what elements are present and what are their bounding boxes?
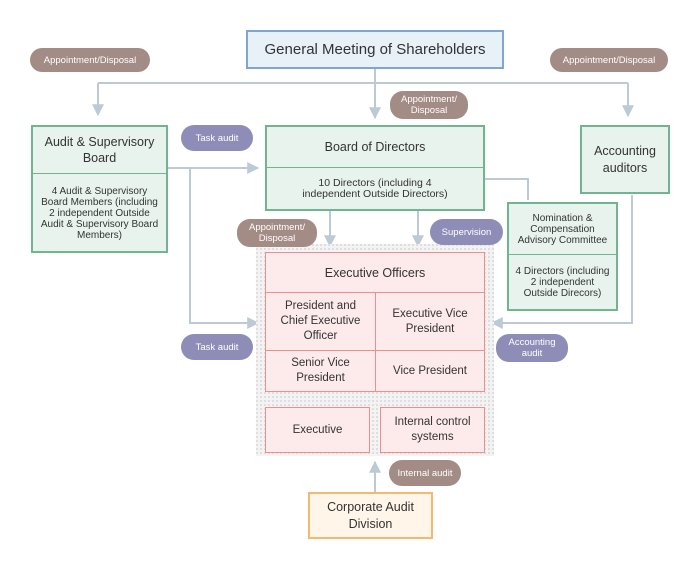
appointment-disposal-right-label: Appointment/Disposal: [550, 48, 668, 72]
audit-board-title: Audit & Supervisory Board: [44, 135, 155, 165]
svp-label: Senior Vice President: [291, 357, 350, 384]
internal-audit-label: Internal audit: [389, 460, 461, 486]
board-detail: 10 Directors (including 4 independent Ou…: [302, 177, 448, 200]
board-title: Board of Directors: [324, 140, 426, 154]
task-audit-top-label: Task audit: [181, 125, 253, 151]
shareholders-label: General Meeting of Shareholders: [264, 41, 486, 58]
executive-officers-header: Executive Officers: [265, 252, 485, 293]
vp-cell: Vice President: [375, 350, 485, 392]
audit-board-detail: 4 Audit & Supervisory Board Members (inc…: [40, 185, 159, 241]
evp-label: Executive Vice President: [392, 307, 468, 335]
internal-control-box: Internal control systems: [380, 407, 485, 453]
svp-cell: Senior Vice President: [265, 350, 376, 392]
appointment-disposal-board-label: Appointment/ Disposal: [237, 219, 317, 247]
board-of-directors: Board of Directors 10 Directors (includi…: [265, 125, 485, 211]
executive-label: Executive: [292, 424, 343, 436]
task-audit-bottom-label: Task audit: [181, 334, 253, 360]
nomination-committee: Nomination & Compensation Advisory Commi…: [507, 202, 618, 311]
president-label: President and Chief Executive Officer: [280, 300, 361, 342]
president-cell: President and Chief Executive Officer: [265, 292, 376, 351]
appointment-disposal-left-label: Appointment/Disposal: [30, 48, 150, 72]
internal-control-label: Internal control systems: [394, 416, 471, 443]
accounting-auditors-box: Accounting auditors: [580, 125, 670, 194]
nomination-title: Nomination & Compensation Advisory Commi…: [517, 212, 608, 246]
corporate-audit-box: Corporate Audit Division: [308, 492, 433, 539]
shareholders-box: General Meeting of Shareholders: [246, 30, 504, 69]
evp-cell: Executive Vice President: [375, 292, 485, 351]
accounting-auditors-label: Accounting auditors: [594, 143, 656, 175]
vp-label: Vice President: [393, 365, 467, 377]
corporate-audit-label: Corporate Audit Division: [327, 499, 414, 531]
appointment-disposal-center-label: Appointment/ Disposal: [390, 91, 468, 119]
executive-box: Executive: [265, 407, 370, 453]
executive-officers-title: Executive Officers: [324, 265, 426, 280]
audit-supervisory-board: Audit & Supervisory Board 4 Audit & Supe…: [31, 125, 168, 253]
nomination-detail: 4 Directors (including 2 independent Out…: [515, 266, 610, 299]
accounting-audit-label: Accounting audit: [496, 334, 568, 362]
supervision-label: Supervision: [430, 219, 503, 245]
